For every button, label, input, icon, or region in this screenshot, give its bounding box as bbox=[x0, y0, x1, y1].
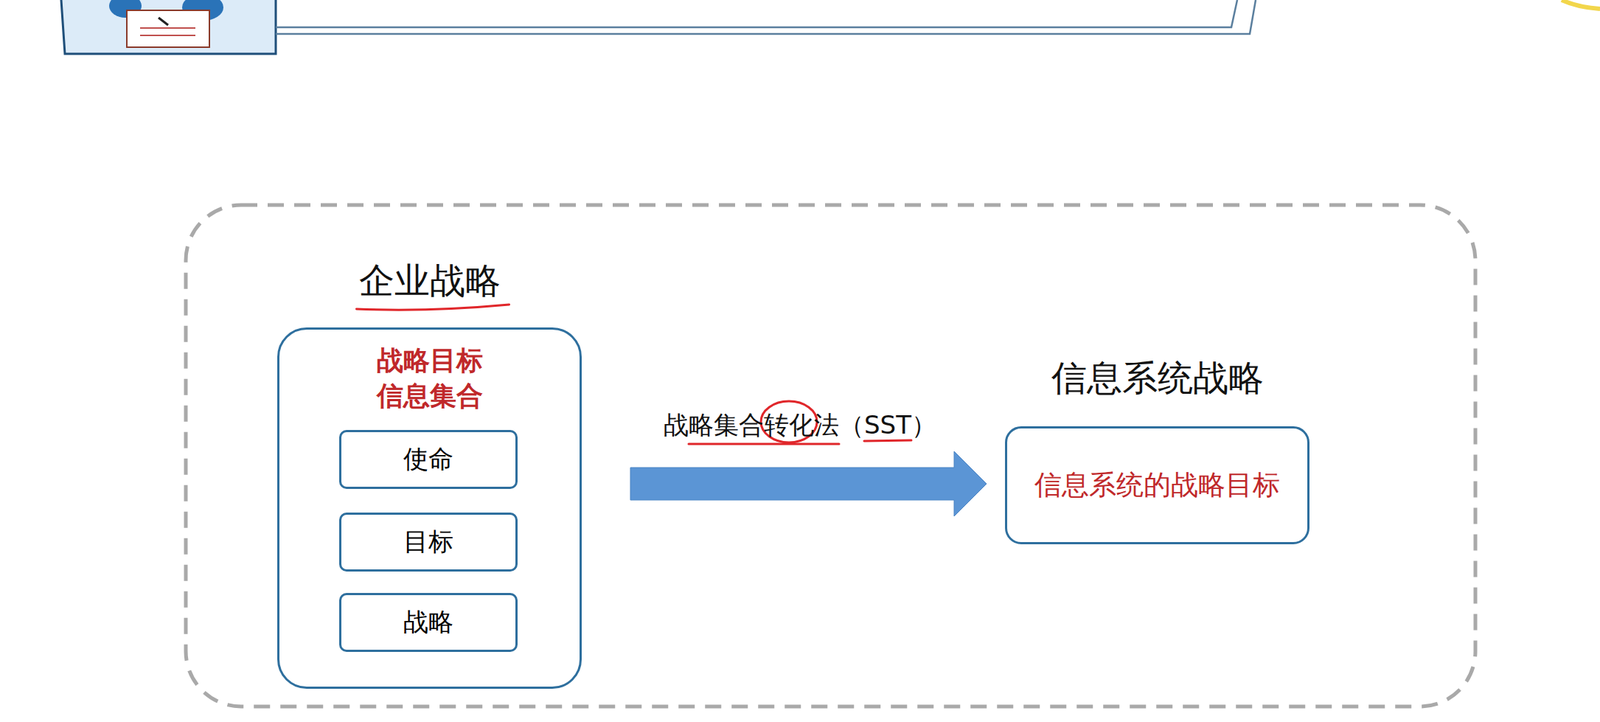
box-heading: 信息系统战略 bbox=[1051, 354, 1264, 402]
box-text: 信息系统的战略目标 bbox=[1034, 466, 1280, 504]
cartoon-paper bbox=[126, 10, 210, 48]
paper-line bbox=[140, 34, 196, 37]
item-box: 目标 bbox=[339, 512, 518, 572]
target-box: 信息系统战略信息系统的战略目标 bbox=[1004, 426, 1310, 545]
header-bar-line bbox=[275, 0, 1256, 34]
edge-label: 战略集合转化法（SST） bbox=[663, 408, 937, 443]
strategy-box: 企业战略战略目标 信息集合使命目标战略 bbox=[277, 327, 582, 689]
box-text: 战略 bbox=[403, 605, 454, 640]
header-icon-frame bbox=[61, 0, 276, 54]
block-arrow bbox=[630, 451, 987, 517]
item-box: 战略 bbox=[339, 592, 518, 652]
pen bbox=[158, 17, 169, 26]
hand-underline bbox=[864, 440, 912, 441]
hand-underline bbox=[688, 443, 840, 446]
dashed-region bbox=[185, 204, 1476, 707]
corner-arc bbox=[1561, 0, 1600, 9]
header-bar-line bbox=[275, 0, 1238, 28]
box-heading: 企业战略 bbox=[359, 257, 501, 305]
box-text: 使命 bbox=[403, 442, 454, 477]
hand-underline bbox=[356, 304, 510, 310]
paper-line bbox=[140, 27, 196, 29]
box-subheading: 战略目标 信息集合 bbox=[367, 342, 493, 414]
box-text: 目标 bbox=[403, 524, 454, 559]
item-box: 使命 bbox=[339, 429, 518, 489]
